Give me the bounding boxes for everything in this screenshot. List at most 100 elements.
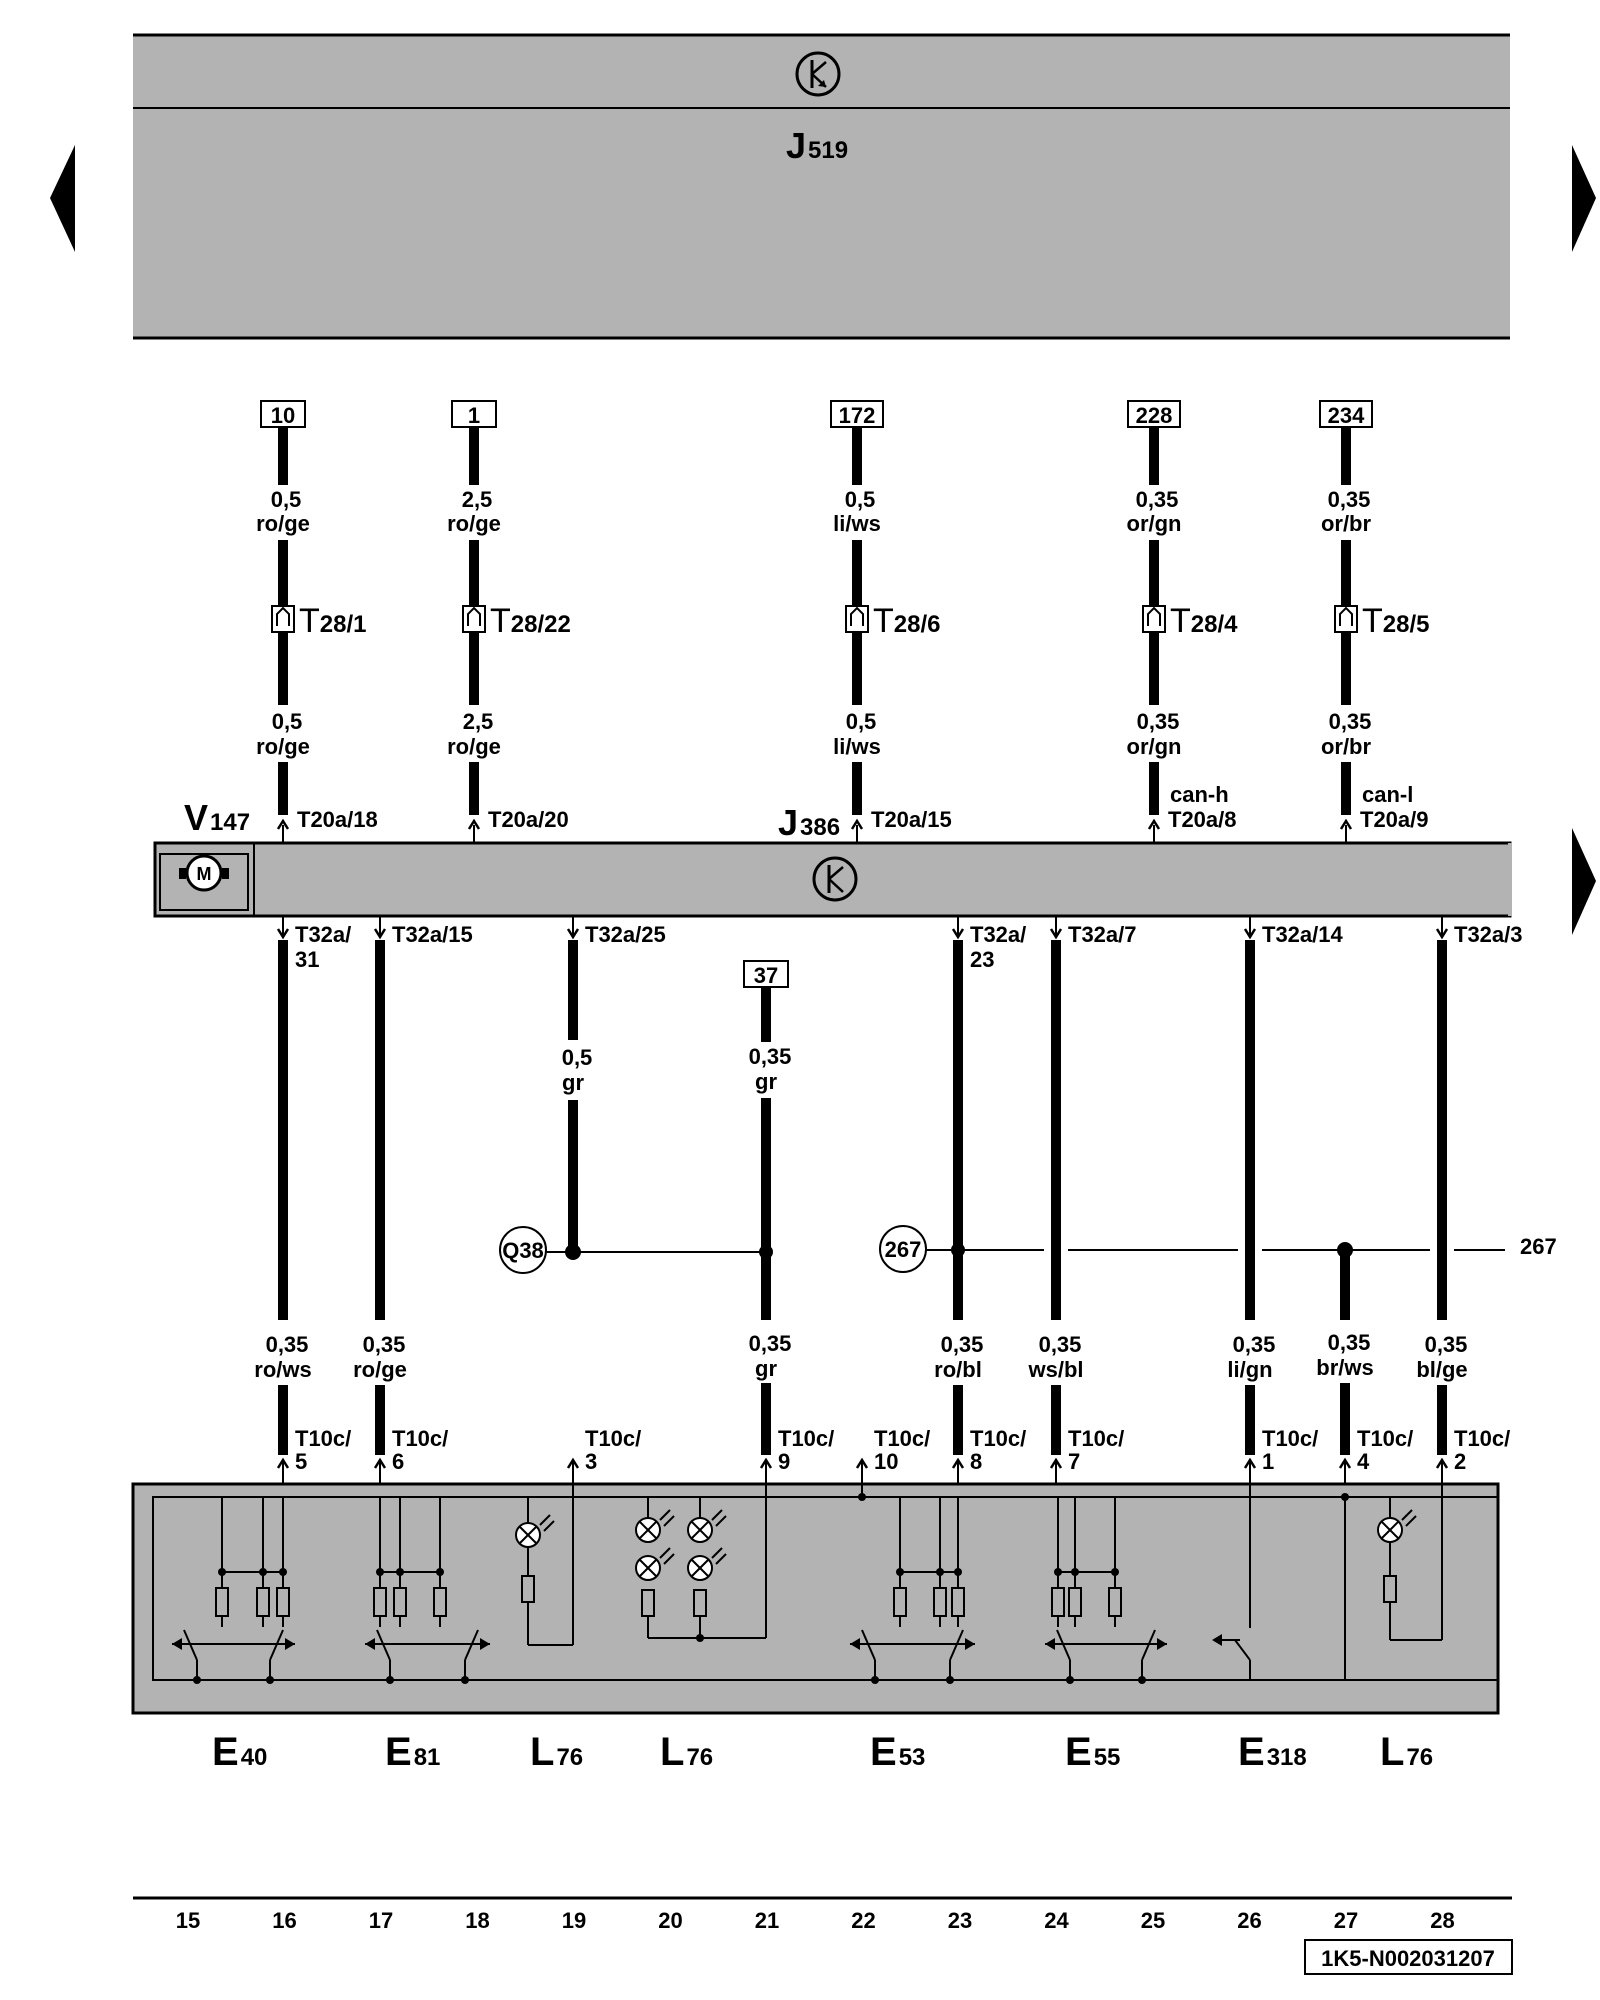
bot-wire-1-pin-bot-2: 5 [295,1449,307,1474]
bot-wire-4-pin-bot-2: 9 [778,1449,790,1474]
component-label-1: E40 [212,1730,267,1774]
top-wire-1-connector-arrow [276,606,290,626]
component-letter: L [530,1730,554,1774]
top-wire-1-connector-icon [271,605,295,633]
top-wire-4-size-upper: 0,35 [1136,487,1179,512]
switch-panel [131,1482,1500,1715]
bot-wire-1-pin-top: T32a/ [295,922,351,947]
top-wire-5-color-upper: or/br [1321,511,1372,536]
switch-e40-arrow-icon [172,1638,182,1650]
top-wire-3-connector-arrow [850,606,864,626]
bot-wire-3-color: gr [562,1070,584,1095]
top-wire-4-connector-icon [1142,605,1166,633]
grid-number: 21 [755,1908,779,1933]
lamp-icon-ray [711,1547,723,1559]
lamp-icon-cross [639,1559,657,1577]
arrow-left-icon[interactable] [50,145,75,252]
component-number: 40 [241,1744,268,1771]
bot-wire-1-size: 0,35 [266,1332,309,1357]
bot-wire-5-pin-bot: T10c/ [874,1426,930,1451]
ground-point-q38-label: Q38 [502,1238,544,1263]
top-wire-3-pin-arrow [850,818,864,830]
bot-wire-4-ref-box [743,960,789,988]
top-wire-2-connector-arrow [467,606,481,626]
top-wire-2-color-upper: ro/ge [447,511,501,536]
diagram-dynamic-layer: 100,5ro/geT28/10,5ro/geT20a/1812,5ro/geT… [153,400,1557,1774]
switch-e53-arrow-icon [965,1638,975,1650]
top-wire-1-pin: T20a/18 [297,807,378,832]
motor-label: V147 [184,797,250,838]
top-wire-4-color-lower: or/gn [1127,734,1182,759]
grid-number: 27 [1334,1908,1358,1933]
top-wire-1-color-lower: ro/ge [256,734,310,759]
top-wire-4-bus: can-h [1170,782,1229,807]
top-wire-3-connector-letter: T [873,602,894,640]
top-wire-4-connector-letter: T [1170,602,1191,640]
arrow-right-icon[interactable] [1572,145,1596,252]
top-wire-5-pin: T20a/9 [1360,807,1429,832]
bot-wire-5-pin-bot-arrow [855,1457,869,1469]
top-wire-3-connector-number: 28/6 [894,611,941,638]
bot-wire-6-pin-top: T32a/ [970,922,1026,947]
bot-wire-6-pin-top-2: 23 [970,947,994,972]
top-wire-3-size-lower: 0,5 [846,709,877,734]
top-wire-5-connector-letter: T [1362,602,1383,640]
j386-letter: J [778,802,798,843]
top-wire-2-size-upper: 2,5 [462,487,493,512]
bot-wire-2-pin-bot-2: 6 [392,1449,404,1474]
top-wire-2-connector-letter: T [490,602,511,640]
ground-point-q38 [499,1226,547,1274]
component-letter: E [870,1730,897,1774]
switch-e53-arrow-icon [850,1638,860,1650]
top-wire-2-connector-icon [462,605,486,633]
junction-dot [1341,1493,1349,1501]
top-wire-2-pin: T20a/20 [488,807,569,832]
component-label-3: L76 [530,1730,583,1774]
lamp-icon-ray [539,1514,551,1526]
bot-wire-8-size: 0,35 [1233,1332,1276,1357]
bot-wire-10-pin-top: T32a/3 [1454,922,1523,947]
motor-symbol: M [197,864,212,884]
top-wire-5-connector-label: T28/5 [1362,602,1430,640]
component-label-7: E318 [1238,1730,1307,1774]
ecu-letter: J [786,125,806,166]
top-wire-2-ref: 1 [468,403,480,428]
junction-dot [871,1676,879,1684]
top-wire-2-ref-box [451,400,497,428]
j386-label: J386 [778,802,840,843]
bot-wire-8-color: li/gn [1227,1357,1272,1382]
top-wire-1-ref-box [260,400,306,428]
top-wire-4-connector-arrow [1147,606,1161,626]
switch-e40-contact [183,1629,198,1661]
grid-number: 23 [948,1908,972,1933]
lamp-icon-ray [1405,1515,1417,1527]
bot-wire-10-pin-bot: T10c/ [1454,1426,1510,1451]
top-wire-2-pin-arrow [467,818,481,830]
bot-wire-7-pin-bot: T10c/ [1068,1426,1124,1451]
bot-wire-9-pin-bot-arrow [1338,1457,1352,1469]
top-wire-3-color-lower: li/ws [833,734,881,759]
top-wire-3-connector-icon [845,605,869,633]
bot-wire-8-pin-top: T32a/14 [1262,922,1343,947]
motor-number: 147 [210,809,250,836]
component-number: 53 [899,1744,926,1771]
bot-wire-7-pin-top: T32a/7 [1068,922,1137,947]
arrow-right-icon[interactable] [1572,828,1596,935]
bot-wire-10-pin-bot-arrow [1435,1457,1449,1469]
grid-number: 19 [562,1908,586,1933]
grid-number: 22 [851,1908,875,1933]
switch-e40-contact [269,1629,284,1661]
bot-wire-10-size: 0,35 [1425,1332,1468,1357]
bot-wire-9-color: br/ws [1316,1355,1373,1380]
bot-wire-10-color: bl/ge [1416,1357,1467,1382]
electronic-unit-icon [812,856,858,902]
component-letter: L [660,1730,684,1774]
lamp-icon-cross [1381,1521,1399,1539]
top-wire-3-ref: 172 [839,403,876,428]
switch-e53-contact [861,1629,876,1661]
junction-dot [461,1676,469,1684]
top-wire-1-connector-letter: T [299,602,320,640]
lamp-icon-cross [639,1521,657,1539]
junction-dot [1066,1676,1074,1684]
lamp-icon-ray [659,1509,671,1521]
